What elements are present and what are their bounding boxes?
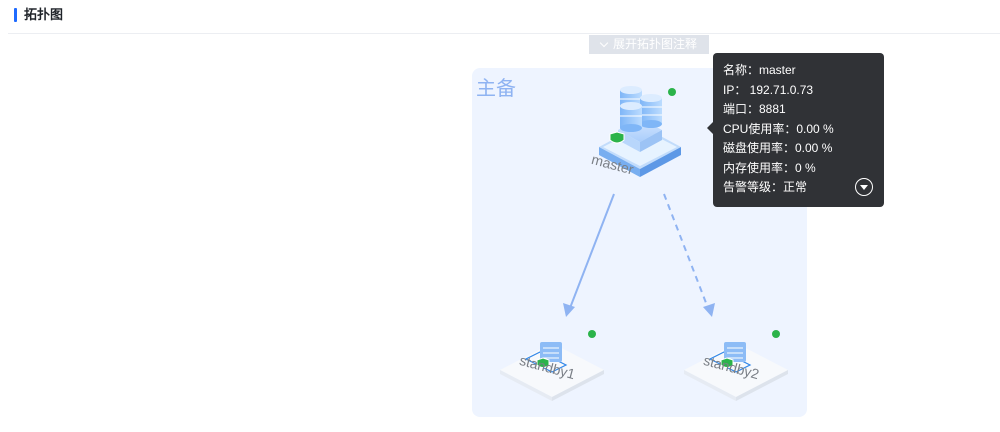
expand-annotations-button[interactable]: 展开拓扑图注释 bbox=[589, 35, 709, 54]
tooltip-cpu: CPU使用率：0.00 % bbox=[723, 121, 834, 136]
group-label: 主备 bbox=[476, 78, 516, 100]
master-node[interactable] bbox=[599, 86, 681, 177]
tooltip-ip: IP： 192.71.0.73 bbox=[723, 82, 814, 97]
server-icon bbox=[724, 342, 746, 362]
database-icon bbox=[620, 86, 662, 132]
node-info-tooltip: 名称：master IP： 192.71.0.73 端口：8881 CPU使用率… bbox=[707, 53, 884, 207]
standby1-node[interactable] bbox=[500, 342, 604, 401]
shield-icon bbox=[536, 357, 550, 368]
link-master-standby1[interactable] bbox=[563, 193, 615, 317]
page-header: 拓扑图 bbox=[0, 0, 1000, 34]
caret-down-icon bbox=[860, 185, 868, 190]
link-master-standby2[interactable] bbox=[663, 193, 715, 317]
tooltip-port: 端口：8881 bbox=[723, 102, 786, 116]
standby2-node[interactable] bbox=[684, 342, 788, 401]
shield-icon bbox=[609, 131, 625, 144]
tooltip-disk: 磁盘使用率：0.00 % bbox=[723, 141, 833, 155]
tooltip-alarm-level: 告警等级：正常 bbox=[723, 180, 808, 194]
page-title: 拓扑图 bbox=[24, 7, 64, 22]
shield-icon bbox=[720, 357, 734, 368]
standby1-status-dot bbox=[588, 330, 596, 338]
expand-annotations-label: 展开拓扑图注释 bbox=[612, 37, 697, 51]
server-icon bbox=[540, 342, 562, 362]
tooltip-memory: 内存使用率：0 % bbox=[723, 160, 816, 175]
tooltip-expand-button[interactable] bbox=[855, 178, 873, 196]
header-divider bbox=[8, 33, 1000, 34]
standby2-status-dot bbox=[772, 330, 780, 338]
title-accent-bar bbox=[14, 8, 17, 22]
tooltip-name: 名称：master bbox=[723, 63, 796, 77]
master-status-dot bbox=[668, 88, 676, 96]
